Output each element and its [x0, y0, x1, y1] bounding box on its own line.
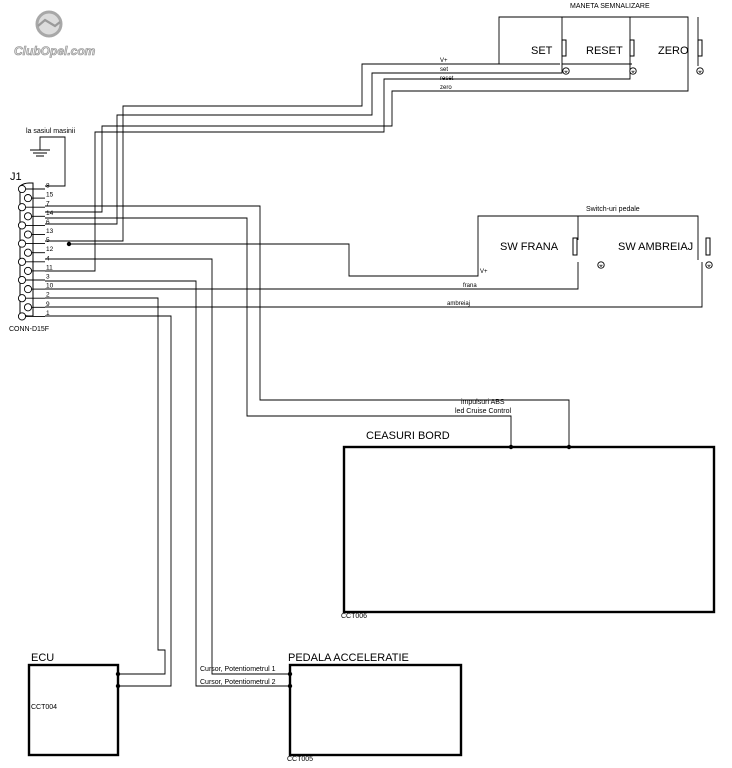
wire-label-pot-1: Cursor, Potentiometrul 1 — [200, 666, 276, 673]
pin-number: 13 — [46, 228, 54, 235]
pin-number: 12 — [46, 246, 54, 253]
pin-number: 3 — [46, 274, 50, 281]
wiring — [45, 16, 703, 687]
wire-ecu-1 — [45, 297, 166, 675]
wire-cruise-led — [45, 217, 512, 447]
wire-label-set: set — [440, 67, 448, 73]
pedal-switch-group: Switch-uri pedale SW FRANA SW AMBREIAJ V… — [447, 206, 713, 307]
wire-label-reset: reset — [440, 76, 454, 82]
wire-label-zero: zero — [440, 85, 452, 91]
pin-number: 7 — [46, 201, 50, 208]
pedal-title: PEDALA ACCELERATIE — [288, 652, 409, 664]
connector-pin — [23, 303, 33, 312]
wire-label-ambreiaj: ambreiaj — [447, 301, 470, 307]
connector-pin — [17, 239, 27, 248]
button-reset-label: RESET — [586, 45, 623, 57]
wire-label-frana: frana — [463, 283, 477, 289]
ecu-ref: CCT004 — [31, 704, 57, 711]
connector-pin — [23, 230, 33, 239]
connector-pin — [23, 266, 33, 275]
connector-pin — [17, 312, 27, 321]
wire-stalk-reset — [45, 66, 631, 272]
connector-pin — [23, 194, 33, 203]
connector-pin — [17, 275, 27, 285]
accelerator-pedal-block: PEDALA ACCELERATIE Cursor, Potentiometru… — [200, 652, 463, 763]
pin-number: 10 — [46, 283, 54, 290]
connector-pin — [23, 285, 33, 294]
pin-number: 15 — [46, 192, 54, 199]
connector-pin — [17, 184, 27, 194]
wire-label-vplus: V+ — [440, 58, 448, 64]
pedal-switch-title: Switch-uri pedale — [586, 206, 640, 213]
switch-ambreiaj-label: SW AMBREIAJ — [618, 241, 693, 253]
wire-stalk-set — [45, 66, 563, 225]
stalk-title: MANETA SEMNALIZARE — [570, 3, 650, 10]
wire-label-pedal-vplus: V+ — [480, 269, 488, 275]
pin-number: 14 — [46, 210, 54, 217]
wire-label-cruise-led: led Cruise Control — [455, 408, 511, 415]
ground-label: la sasiul masinii — [26, 128, 75, 135]
pin-number: 11 — [46, 264, 53, 271]
connector-pin — [17, 203, 27, 212]
pin-number: 6 — [46, 219, 50, 226]
connector-pin — [17, 221, 27, 230]
ecu-title: ECU — [31, 652, 54, 664]
pedal-ref: CCT005 — [287, 756, 313, 763]
wire-stalk-zero — [45, 68, 689, 213]
wire-pot-2 — [45, 280, 290, 687]
button-zero-label: ZERO — [658, 45, 689, 57]
ecu-block: ECU CCT004 — [27, 652, 120, 757]
logo-text: ClubOpel.com — [14, 44, 96, 58]
wire-label-pot-2: Cursor, Potentiometrul 2 — [200, 679, 276, 686]
wire-abs — [45, 205, 570, 447]
button-set-label: SET — [531, 45, 553, 57]
junction-dots — [66, 241, 572, 689]
chassis-ground: la sasiul masinii — [26, 128, 75, 187]
switch-frana-label: SW FRANA — [500, 241, 559, 253]
instrument-cluster: impulsuri ABS led Cruise Control CEASURI… — [341, 399, 716, 620]
pin-number: 9 — [46, 301, 50, 308]
stalk-switch-group: MANETA SEMNALIZARE SET RESET ZERO V+ set… — [440, 3, 704, 91]
wire-frana — [45, 262, 579, 290]
connector-part: CONN-D15F — [9, 326, 49, 333]
cluster-ref: CCT006 — [341, 613, 367, 620]
pin-number: 1 — [46, 310, 50, 317]
wire-label-abs: impulsuri ABS — [461, 399, 505, 406]
connector-pin — [23, 248, 33, 257]
connector-pin — [17, 294, 27, 303]
cluster-title: CEASURI BORD — [366, 430, 450, 442]
pin-number: 2 — [46, 292, 50, 299]
connector-pin — [17, 257, 27, 266]
connector-pin — [23, 212, 33, 221]
wire-stalk-vplus — [45, 16, 689, 242]
wire-ambreiaj — [45, 262, 703, 308]
wire-pedal-vplus — [69, 215, 699, 277]
wire-pot-1 — [45, 258, 290, 675]
connector-ref: J1 — [10, 171, 22, 183]
club-opel-logo: ClubOpel.com — [14, 10, 96, 58]
wire-ecu-2 — [45, 315, 172, 687]
